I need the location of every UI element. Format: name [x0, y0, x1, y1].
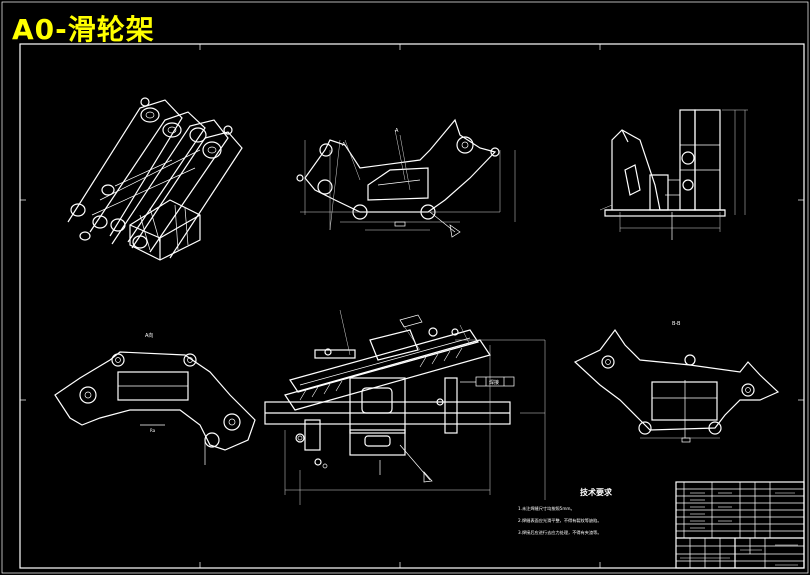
tech-requirements: 技术要求 1.未注焊缝尺寸均按照5mm。 2.焊缝表面应光滑平整，不得有裂纹等缺… [518, 487, 613, 536]
title-block [675, 481, 805, 569]
svg-text:Ra: Ra [150, 428, 156, 433]
weld-symbol-text: 焊接 [489, 379, 499, 386]
tech-req-heading: 技术要求 [580, 487, 613, 497]
right-view-label: B-B [672, 321, 681, 327]
left-view: A向 Ra [54, 332, 256, 465]
side-view [599, 109, 748, 240]
tech-req-item-1: 1.未注焊缝尺寸均按照5mm。 [518, 505, 575, 512]
svg-text:A: A [395, 128, 399, 134]
tech-req-item-3: 3.焊接后应进行去应力处理，不得有夹渣等。 [518, 529, 602, 536]
right-view: B-B [573, 321, 780, 443]
isometric-view [67, 97, 243, 261]
section-view: 焊接 [264, 309, 546, 505]
tech-req-item-2: 2.焊缝表面应光滑平整，不得有裂纹等缺陷。 [518, 517, 602, 524]
left-view-label: A向 [145, 332, 153, 339]
svg-text:A: A [342, 142, 346, 148]
inner-frame [19, 43, 805, 569]
front-view: A A [296, 118, 516, 238]
drawing-title: A0-滑轮架 [12, 13, 155, 46]
weld-symbol-frame [475, 376, 515, 387]
frame-ticks [20, 44, 804, 568]
